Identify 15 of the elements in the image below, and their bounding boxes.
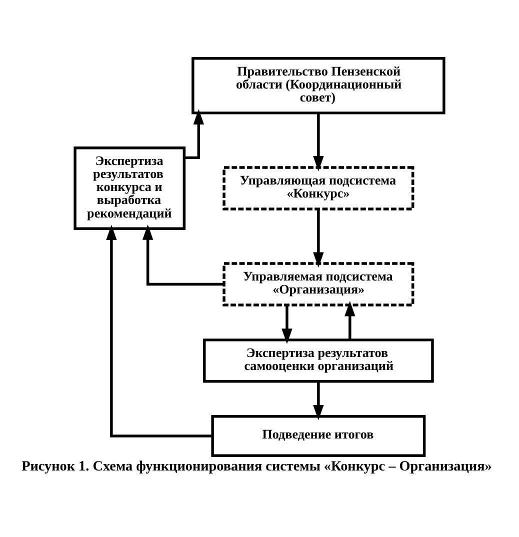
arrow xyxy=(344,300,356,340)
arrow xyxy=(142,224,224,286)
arrow xyxy=(313,112,324,171)
node-box: Экспертиза результатов самооценки организаций xyxy=(203,338,434,382)
arrow xyxy=(184,108,204,159)
caption: Рисунок 1. Схема функционирования системы «Конкурс – Организация» xyxy=(22,458,492,474)
node-box: Управляющая подсистема «Конкурс» xyxy=(222,166,414,210)
node-box: Правительство Пензенской области (Координационный совет) xyxy=(192,56,446,114)
node-box: Подведение итогов xyxy=(211,414,426,456)
node-box: Экспертиза результатов конкурса и выработка рекомендаций xyxy=(74,146,186,230)
arrow xyxy=(106,224,212,437)
arrow xyxy=(282,304,292,344)
node-box: Управляемая подсистема «Организация» xyxy=(222,262,414,306)
arrow xyxy=(313,381,324,420)
arrow xyxy=(313,208,324,268)
